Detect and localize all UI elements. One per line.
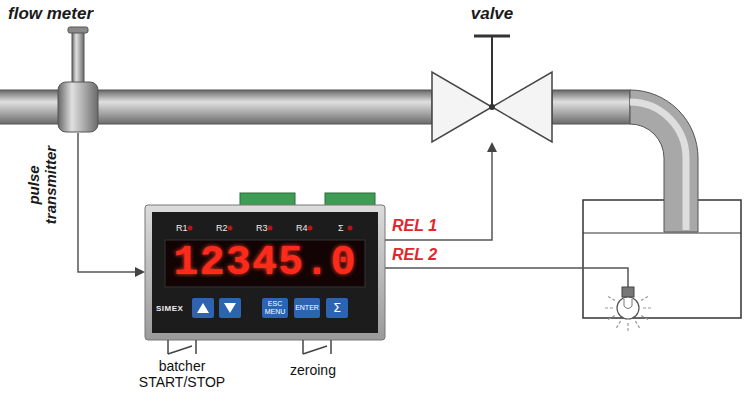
switch-lead <box>167 340 169 354</box>
led <box>188 226 193 231</box>
part-label: valve <box>432 4 552 23</box>
led <box>228 226 233 231</box>
led-label: Σ <box>338 223 344 233</box>
panel-meter <box>145 193 385 340</box>
signal-line <box>78 133 135 272</box>
valve-handle <box>474 35 510 38</box>
input-switches <box>168 340 331 354</box>
led-label: R4 <box>296 223 308 233</box>
button-label: ENTER <box>294 304 320 312</box>
signal-connector <box>78 133 145 277</box>
tank <box>583 200 741 318</box>
signal-label: pulse transmitter <box>25 135 59 235</box>
meter-cap <box>68 27 88 33</box>
valve-half <box>492 72 552 142</box>
lamp-base <box>622 287 634 297</box>
led <box>348 226 353 231</box>
relay-wire <box>385 268 628 288</box>
liquid-level <box>583 232 741 233</box>
lamp-bulb <box>617 297 639 319</box>
valve-symbol <box>432 36 552 142</box>
front-panel <box>152 212 378 333</box>
switch-lead <box>330 340 332 354</box>
arrowhead <box>135 267 145 277</box>
switch-lead <box>195 340 197 354</box>
tank-outline <box>583 200 741 318</box>
pipe <box>552 90 630 124</box>
lamp-circuit <box>385 268 651 331</box>
arrowhead <box>487 142 497 152</box>
down-arrow <box>224 303 236 313</box>
valve-half <box>432 72 492 142</box>
up-arrow <box>197 303 209 313</box>
button-label: ESC MENU <box>262 300 288 316</box>
part-label: flow meter <box>8 4 93 23</box>
display-window <box>165 240 365 287</box>
switch-contact <box>168 346 192 354</box>
led <box>308 226 313 231</box>
relay-label: REL 2 <box>392 246 437 264</box>
valve-pivot <box>489 104 495 110</box>
button-label: Σ <box>326 299 348 317</box>
pipe-highlight <box>630 102 686 230</box>
lamp-filament <box>624 299 632 309</box>
signal-connector <box>385 142 497 240</box>
led <box>268 226 273 231</box>
switch-lead <box>302 340 304 354</box>
signal-line <box>385 152 492 240</box>
button <box>326 298 348 318</box>
meter-stem <box>72 30 84 84</box>
meter-bezel <box>145 205 385 340</box>
led-label: R2 <box>216 223 228 233</box>
led-label: R3 <box>256 223 268 233</box>
input-label: batcher START/STOP <box>132 358 232 390</box>
valve-node: valve <box>432 2 552 142</box>
meter-body <box>58 82 98 132</box>
button <box>192 298 214 318</box>
display-reading: 12345.0 <box>165 240 365 287</box>
switch-contact <box>303 346 327 354</box>
button <box>294 298 320 318</box>
led-label: R1 <box>176 223 188 233</box>
flow-meter-symbol <box>58 27 98 132</box>
lamp-rays <box>605 297 651 332</box>
button <box>219 298 241 318</box>
pipe-elbow <box>630 90 698 232</box>
flow-meter-node: flow meter <box>8 2 148 133</box>
valve-stem <box>491 36 493 107</box>
input-label: zeroing <box>290 362 336 378</box>
brand-logo: SIMEX <box>156 304 183 314</box>
signal-label: REL 1 <box>392 217 437 235</box>
button <box>262 298 288 318</box>
